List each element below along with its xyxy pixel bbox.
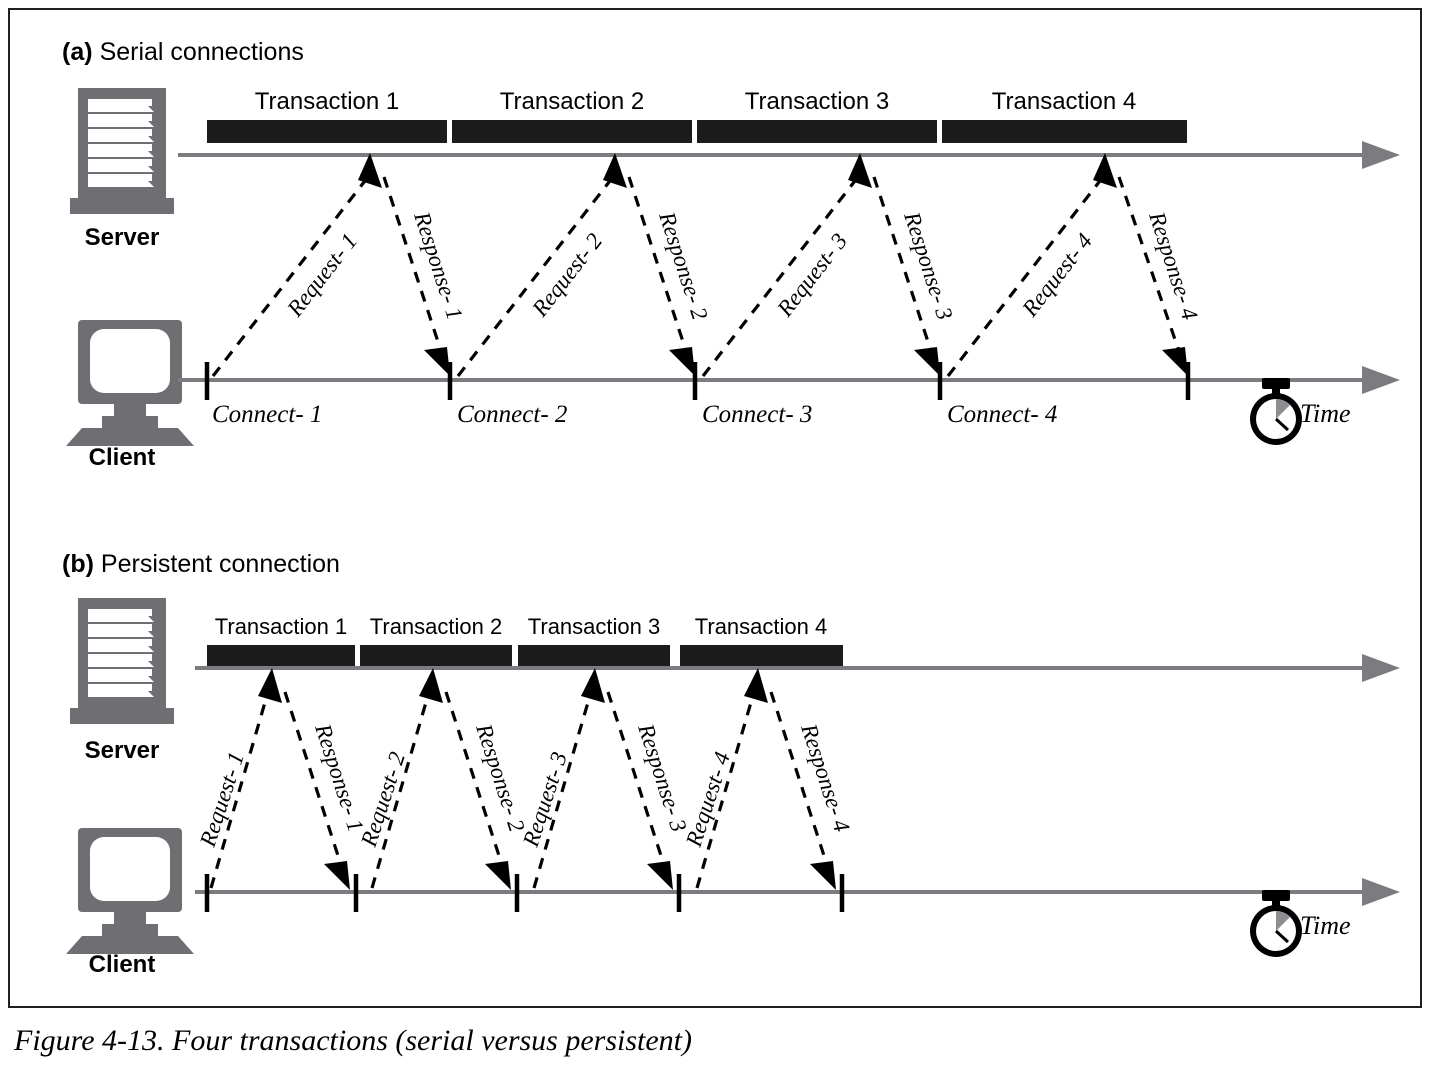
request-label: Request- 1 (282, 229, 362, 322)
server-timeline-a (178, 141, 1400, 169)
server-label-a: Server (85, 224, 160, 251)
request-label: Request- 4 (1017, 229, 1097, 322)
message-arrows-a-3 (701, 153, 940, 377)
response-label: Response- 3 (633, 720, 692, 835)
message-arrows-a-2 (456, 153, 695, 377)
transaction-label: Transaction 3 (528, 614, 660, 639)
panel-serial-tag: (a) (62, 38, 93, 66)
request-label: Request- 4 (681, 749, 735, 851)
transaction-bars-a (207, 120, 1187, 143)
desktop-monitor-icon (66, 320, 194, 446)
request-label: Request- 3 (772, 229, 852, 322)
server-tower-icon (70, 88, 174, 214)
time-label-a: Time (1300, 399, 1351, 428)
response-label: Response- 4 (1144, 208, 1203, 323)
connect-label: Connect- 4 (947, 401, 1057, 428)
server-label-b: Server (85, 737, 160, 764)
panel-persistent-connection: (b)Persistent connection (62, 550, 1400, 978)
message-arrows-a-1 (211, 153, 450, 377)
panel-persistent-tag: (b) (62, 550, 94, 578)
panel-persistent-title: Persistent connection (101, 550, 340, 578)
transaction-bar (360, 645, 512, 666)
server-tower-icon (70, 598, 174, 724)
diagram-canvas: (a)Serial connections (62, 38, 1400, 978)
connect-label: Connect- 3 (702, 401, 812, 428)
message-arrows-b-1 (209, 668, 350, 890)
message-arrows-b-3 (532, 668, 673, 890)
transaction-label: Transaction 1 (215, 614, 347, 639)
response-label: Response- 1 (409, 208, 468, 323)
response-label: Response- 4 (796, 720, 855, 835)
server-timeline-b (195, 654, 1400, 682)
message-arrows-b-4 (695, 668, 836, 890)
client-label-b: Client (89, 951, 156, 978)
stopwatch-icon (1250, 378, 1302, 445)
panel-persistent-heading: (b)Persistent connection (62, 550, 340, 578)
response-label: Response- 2 (471, 720, 530, 835)
transaction-bar (452, 120, 692, 143)
transaction-label: Transaction 1 (255, 88, 400, 115)
panel-serial-title: Serial connections (100, 38, 304, 66)
message-arrows-a-4 (946, 153, 1188, 377)
panel-serial-connections: (a)Serial connections (62, 38, 1400, 471)
request-label: Request- 2 (527, 229, 607, 322)
connect-ticks-a (204, 362, 1191, 400)
response-label: Response- 3 (899, 208, 958, 323)
transaction-label: Transaction 2 (500, 88, 645, 115)
transaction-label: Transaction 2 (370, 614, 502, 639)
client-timeline-a (178, 366, 1400, 394)
panel-serial-heading: (a)Serial connections (62, 38, 304, 66)
transaction-bar (697, 120, 937, 143)
transaction-bar (207, 120, 447, 143)
transaction-bar (942, 120, 1187, 143)
transaction-bar (680, 645, 843, 666)
request-label: Request- 1 (195, 749, 249, 851)
request-label: Request- 2 (356, 749, 410, 851)
response-label: Response- 2 (654, 208, 713, 323)
client-timeline-b (195, 878, 1400, 906)
desktop-monitor-icon (66, 828, 194, 954)
figure-caption: Figure 4-13. Four transactions (serial v… (14, 1024, 693, 1057)
transaction-label: Transaction 4 (992, 88, 1137, 115)
diagram-frame: (a)Serial connections (8, 8, 1422, 1008)
connect-label: Connect- 2 (457, 401, 567, 428)
time-label-b: Time (1300, 911, 1351, 940)
transaction-label: Transaction 3 (745, 88, 890, 115)
transaction-bars-b (207, 645, 843, 666)
request-label: Request- 3 (518, 749, 572, 851)
transaction-bar (207, 645, 355, 666)
transaction-bar (518, 645, 670, 666)
connect-label: Connect- 1 (212, 401, 322, 428)
transaction-label: Transaction 4 (695, 614, 827, 639)
client-label-a: Client (89, 444, 156, 471)
message-arrows-b-2 (370, 668, 511, 890)
response-label: Response- 1 (310, 720, 369, 835)
stopwatch-icon (1250, 890, 1302, 957)
connection-ticks-b (204, 874, 845, 912)
